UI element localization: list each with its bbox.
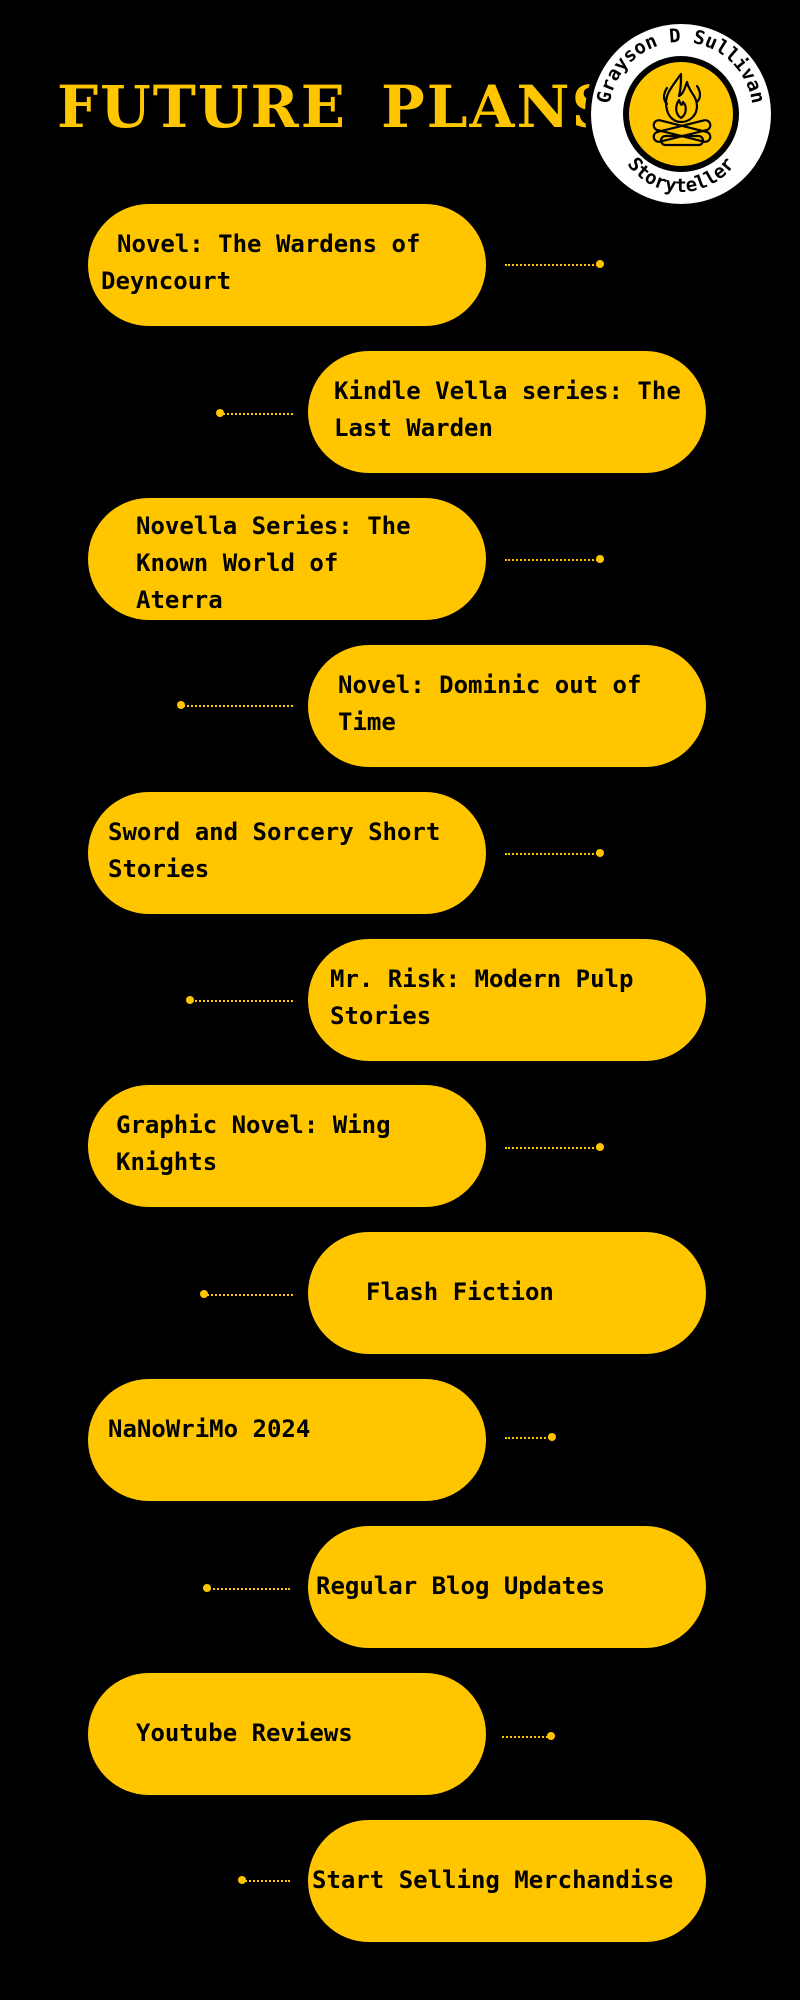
connector-line <box>505 559 601 561</box>
connector-line <box>242 1880 290 1882</box>
plan-item-8: Flash Fiction <box>308 1232 706 1354</box>
plan-label: Mr. Risk: Modern Pulp Stories <box>330 965 634 1030</box>
connector-line <box>206 1588 290 1590</box>
plan-label: Regular Blog Updates <box>316 1572 605 1600</box>
connector-line <box>180 705 293 707</box>
author-logo: Grayson D Sullivan Storyteller <box>585 18 777 210</box>
connector-line <box>505 1147 601 1149</box>
plan-label: Novel: The Wardens of Deyncourt <box>101 230 421 295</box>
plan-item-10: Regular Blog Updates <box>308 1526 706 1648</box>
connector-dot <box>547 1732 555 1740</box>
connector-line <box>204 1294 293 1296</box>
connector-dot <box>216 409 224 417</box>
plan-item-3: Novella Series: The Known World of Aterr… <box>88 498 486 620</box>
plan-item-9: NaNoWriMo 2024 <box>88 1379 486 1501</box>
connector-dot <box>596 849 604 857</box>
page-title: FUTURE PLANS <box>57 73 616 141</box>
plan-label: Kindle Vella series: The Last Warden <box>334 377 681 442</box>
campfire-icon <box>652 72 712 147</box>
plan-item-5: Sword and Sorcery Short Stories <box>88 792 486 914</box>
plan-label: Sword and Sorcery Short Stories <box>108 818 441 883</box>
connector-dot <box>548 1433 556 1441</box>
plan-label: Novel: Dominic out of Time <box>338 671 642 736</box>
plan-item-4: Novel: Dominic out of Time <box>308 645 706 767</box>
plan-item-11: Youtube Reviews <box>88 1673 486 1795</box>
plan-label: Graphic Novel: Wing Knights <box>116 1111 391 1176</box>
plan-label: Start Selling Merchandise <box>312 1866 674 1894</box>
connector-dot <box>238 1876 246 1884</box>
connector-dot <box>200 1290 208 1298</box>
connector-dot <box>596 1143 604 1151</box>
plan-item-2: Kindle Vella series: The Last Warden <box>308 351 706 473</box>
plan-label: NaNoWriMo 2024 <box>108 1415 311 1443</box>
plan-label: Flash Fiction <box>366 1278 554 1306</box>
plan-label: Novella Series: The Known World of Aterr… <box>136 512 411 614</box>
plan-item-7: Graphic Novel: Wing Knights <box>88 1085 486 1207</box>
plan-label: Youtube Reviews <box>136 1719 353 1747</box>
connector-line <box>505 853 601 855</box>
connector-line <box>505 264 601 266</box>
connector-line <box>218 413 293 415</box>
connector-dot <box>203 1584 211 1592</box>
connector-dot <box>596 260 604 268</box>
plan-item-6: Mr. Risk: Modern Pulp Stories <box>308 939 706 1061</box>
connector-dot <box>596 555 604 563</box>
plan-item-12: Start Selling Merchandise <box>308 1820 706 1942</box>
connector-line <box>502 1736 552 1738</box>
connector-line <box>188 1000 293 1002</box>
plan-item-1: Novel: The Wardens of Deyncourt <box>88 204 486 326</box>
connector-dot <box>177 701 185 709</box>
connector-line <box>505 1437 553 1439</box>
connector-dot <box>186 996 194 1004</box>
